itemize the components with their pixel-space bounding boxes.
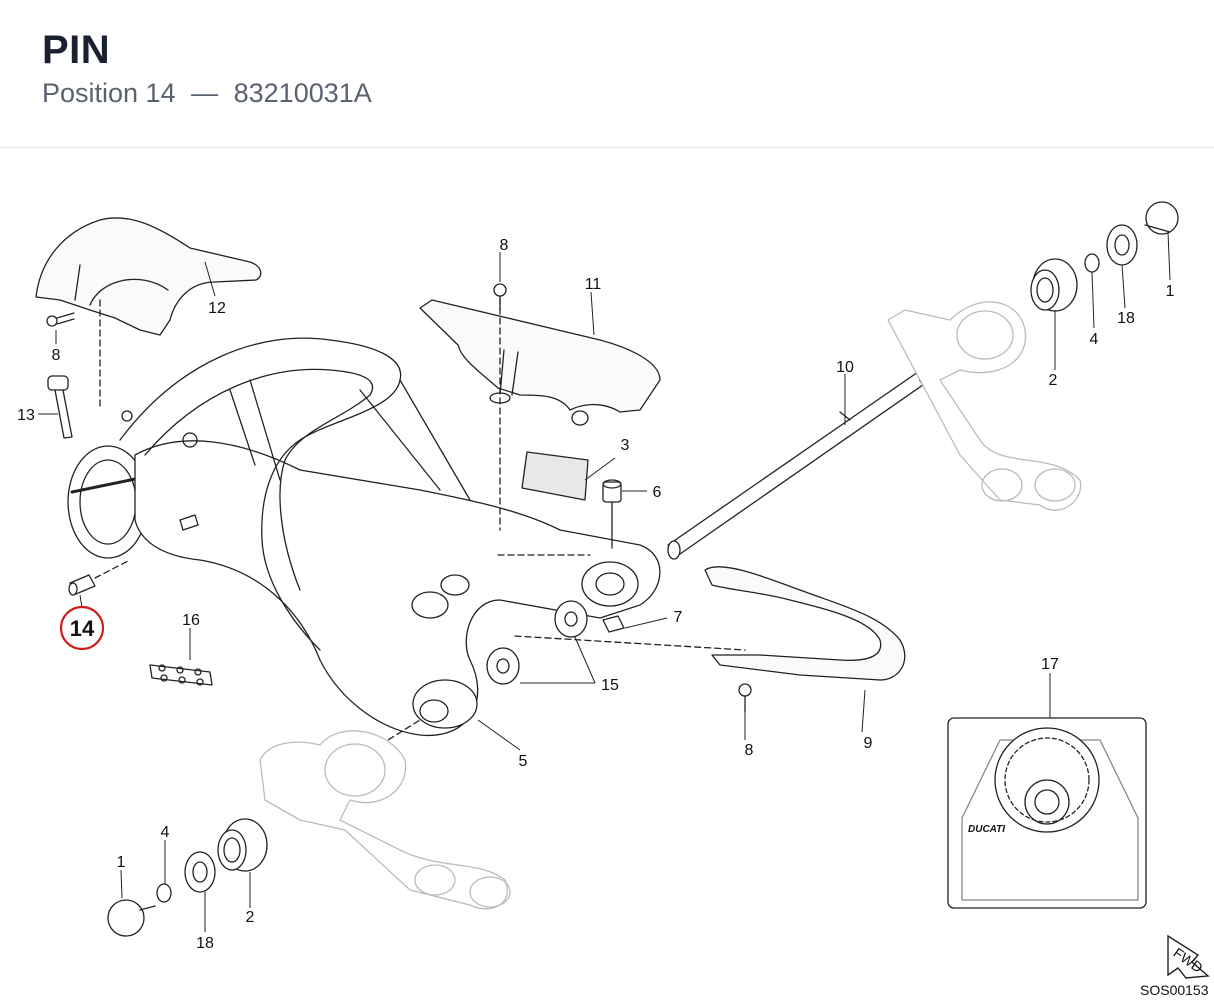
decal-plate [947, 717, 1147, 909]
callout-8-top[interactable]: 8 [500, 237, 509, 254]
callout-2-bottom[interactable]: 2 [246, 909, 255, 926]
nut-7 [602, 615, 625, 633]
callout-17[interactable]: 17 [1041, 656, 1059, 673]
rear-hanger-bottom [259, 730, 511, 910]
reference-code: SOS00153 [1140, 982, 1209, 998]
callout-10[interactable]: 10 [836, 359, 854, 376]
separator: — [191, 78, 219, 108]
rear-hanger-top [887, 301, 1082, 511]
callout-11[interactable]: 11 [585, 276, 602, 293]
callout-14-ring [59, 605, 105, 651]
callout-13[interactable]: 13 [17, 407, 35, 424]
callout-8[interactable]: 8 [52, 347, 61, 364]
washers-15 [486, 600, 588, 685]
bolt-8-left [46, 312, 75, 327]
bolt-8-top [493, 283, 507, 311]
callout-1[interactable]: 1 [1166, 283, 1175, 300]
callout-9[interactable]: 9 [864, 735, 873, 752]
callout-1-bottom[interactable]: 1 [117, 854, 126, 871]
callout-18[interactable]: 18 [1117, 310, 1135, 327]
callout-8-bottom[interactable]: 8 [745, 742, 754, 759]
lock-washer-top [1084, 253, 1100, 273]
bolt-1-top [1144, 201, 1179, 235]
washer-top [1106, 224, 1138, 266]
long-bolt [47, 375, 73, 439]
chain-guard-cover [35, 217, 262, 411]
callout-4-bottom[interactable]: 4 [161, 824, 170, 841]
lock-washer-bottom [156, 883, 172, 903]
bolt-8-bottom [738, 683, 752, 713]
callout-5[interactable]: 5 [519, 753, 528, 770]
pin-part [68, 559, 131, 596]
chain-link [149, 664, 213, 686]
callout-16[interactable]: 16 [182, 612, 200, 629]
swingarm [67, 337, 746, 746]
chain-guard-upper [419, 299, 661, 426]
callout-2[interactable]: 2 [1049, 372, 1058, 389]
sticker [521, 451, 589, 501]
header: PIN Position 14 — 83210031A [0, 0, 1214, 148]
axle [667, 367, 931, 560]
page-title: PIN [42, 28, 111, 72]
part-number: 83210031A [233, 78, 372, 108]
leader-lines [38, 231, 1171, 932]
callout-6[interactable]: 6 [653, 484, 662, 501]
fwd-arrow-icon: FWD [1167, 934, 1210, 979]
callout-3[interactable]: 3 [621, 437, 630, 454]
chain-slider [704, 566, 906, 681]
bolt-1-bottom [107, 899, 156, 937]
spacer-2-bottom [217, 818, 268, 872]
callout-14[interactable]: 14 [70, 616, 95, 641]
callout-4[interactable]: 4 [1090, 331, 1099, 348]
callout-7[interactable]: 7 [674, 609, 683, 626]
callout-labels: 1 18 4 2 12 8 13 8 11 10 3 6 7 15 5 9 8 … [17, 237, 1174, 952]
washer-bottom [184, 851, 216, 893]
callout-15[interactable]: 15 [601, 677, 619, 694]
position-label: Position 14 [42, 78, 176, 108]
page-subtitle: Position 14 — 83210031A [42, 78, 372, 109]
decal-brand: DUCATI [968, 824, 1005, 835]
screw-6 [602, 479, 622, 549]
spacer-2-top [1030, 258, 1078, 312]
callout-18-bottom[interactable]: 18 [196, 935, 214, 952]
callout-12[interactable]: 12 [208, 300, 226, 317]
